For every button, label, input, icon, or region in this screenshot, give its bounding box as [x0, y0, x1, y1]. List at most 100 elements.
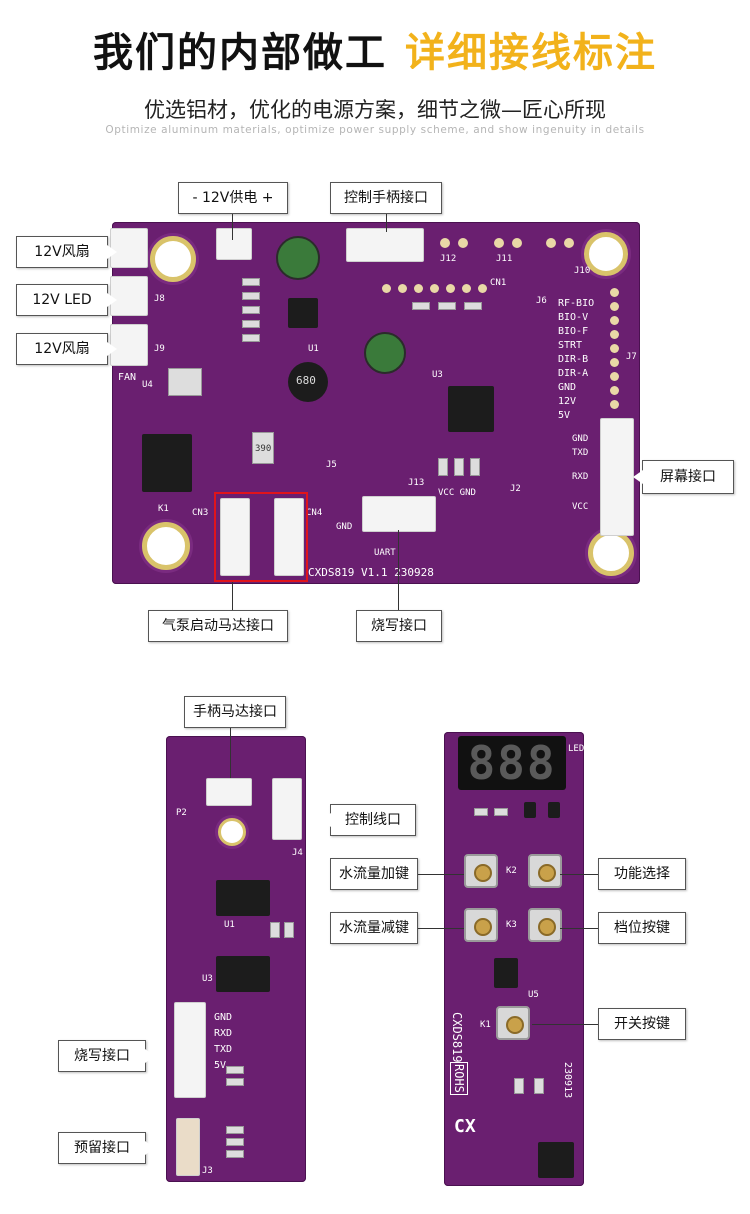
callout-flow-up: 水流量加键: [330, 858, 418, 890]
silk-inductor-680: 680: [296, 374, 316, 387]
regulator-u1: [288, 298, 318, 328]
title-accent: 详细接线标注: [405, 30, 657, 76]
silk-u3: U3: [432, 370, 443, 380]
burn-connector: [174, 1002, 206, 1098]
pad: [440, 238, 450, 248]
smd-resistor: [226, 1078, 244, 1086]
uart-connector: [362, 496, 436, 532]
silk-vcc: VCC: [572, 502, 589, 512]
smd-resistor: [242, 306, 260, 314]
silk-j7: J7: [626, 352, 637, 362]
header-pin: [610, 386, 619, 395]
driver-ic-u3: [216, 956, 270, 992]
header-pin: [610, 358, 619, 367]
silk-cn3: CN3: [192, 508, 209, 518]
smd-resistor: [226, 1150, 244, 1158]
smd-resistor: [242, 334, 260, 342]
flow-up-button[interactable]: [464, 854, 498, 888]
callout-gear: 档位按键: [598, 912, 686, 944]
callout-arrow: [633, 470, 643, 484]
pad: [546, 238, 556, 248]
power-switch-button[interactable]: [496, 1006, 530, 1040]
callout-arrow: [107, 293, 117, 307]
silk-j4: J4: [292, 848, 303, 858]
smd-resistor: [226, 1138, 244, 1146]
leader-line: [232, 214, 233, 240]
function-select-button[interactable]: [528, 854, 562, 888]
resistor-390: [252, 432, 274, 464]
smd-resistor: [412, 302, 430, 310]
silk-j3: J3: [202, 1166, 213, 1176]
main-pcb-board: FAN J12 J11 680 390 CN1 RF-BIO BIO-V BIO…: [110, 222, 640, 584]
leader-line: [398, 530, 399, 610]
handle-driver-pcb: P2 J4 U1 U3 GND RXD TXD 5V J3: [166, 736, 306, 1182]
silk-bio-v: BIO-V: [558, 312, 589, 323]
silk-k1: K1: [158, 504, 169, 514]
header-pin: [610, 330, 619, 339]
gear-button[interactable]: [528, 908, 562, 942]
leader-line: [230, 728, 231, 778]
motor-connector-p2: [206, 778, 252, 806]
silk-rohs: ROHS: [450, 1062, 468, 1095]
silk-txd: TXD: [214, 1044, 233, 1055]
subtitle: 优选铝材，优化的电源方案，细节之微—匠心所现: [144, 98, 606, 122]
silk-u4: U4: [142, 380, 153, 390]
smd-resistor: [242, 292, 260, 300]
electrolytic-capacitor: [276, 236, 320, 280]
mosfet-k1: [142, 434, 192, 492]
silk-j8: J8: [154, 294, 165, 304]
leader-line: [560, 874, 598, 875]
smd-resistor: [474, 808, 488, 816]
silk-j12: J12: [440, 254, 457, 264]
silk-j5: J5: [326, 460, 337, 470]
control-connector-j4: [272, 778, 302, 840]
silk-gnd-3: GND: [336, 522, 353, 532]
smd-resistor: [494, 808, 508, 816]
silk-model: CXDS819: [450, 1012, 464, 1063]
silk-uart: UART: [374, 548, 396, 558]
silk-cn4: CN4: [306, 508, 323, 518]
callout-arrow: [145, 1049, 155, 1063]
callout-fan2: 12V风扇: [16, 333, 108, 365]
callout-function: 功能选择: [598, 858, 686, 890]
callout-burn-left: 烧写接口: [58, 1040, 146, 1072]
header-pin: [462, 284, 471, 293]
silk-12v: 12V: [558, 396, 577, 407]
optocoupler-u4: [168, 368, 202, 396]
silk-vcc-gnd: VCC GND: [438, 488, 476, 498]
callout-arrow: [107, 245, 117, 259]
smd-capacitor: [284, 922, 294, 938]
mounting-hole: [584, 232, 628, 276]
silk-5v: 5V: [214, 1060, 227, 1071]
silk-j9: J9: [154, 344, 165, 354]
smd-resistor: [470, 458, 480, 476]
silk-gnd: GND: [214, 1012, 233, 1023]
driver-ic-u1: [216, 880, 270, 916]
header-pin: [414, 284, 423, 293]
silk-model: CXDS819 V1.1 230928: [308, 566, 434, 579]
silk-rxd: RXD: [572, 472, 589, 482]
silk-u1: U1: [224, 920, 235, 930]
callout-arrow: [145, 1141, 155, 1155]
flow-down-button[interactable]: [464, 908, 498, 942]
pump-connector-cn3: [220, 498, 250, 576]
title-main: 我们的内部做工: [93, 30, 387, 76]
power-connector: [216, 228, 252, 260]
callout-control: 控制线口: [330, 804, 416, 836]
leader-line: [418, 874, 464, 875]
smd-capacitor: [534, 1078, 544, 1094]
smd-resistor: [242, 320, 260, 328]
leader-line: [532, 1024, 598, 1025]
pump-connector-highlight: [214, 492, 308, 582]
header-pin: [446, 284, 455, 293]
electrolytic-capacitor: [364, 332, 406, 374]
pad: [494, 238, 504, 248]
silk-bio-f: BIO-F: [558, 326, 589, 337]
silk-j13: J13: [408, 478, 425, 488]
page-title: 我们的内部做工详细接线标注: [0, 20, 750, 78]
header-pin: [610, 316, 619, 325]
header-pin: [610, 302, 619, 311]
silk-strt: STRT: [558, 340, 583, 351]
callout-screen: 屏幕接口: [642, 460, 734, 494]
transistor: [548, 802, 560, 818]
